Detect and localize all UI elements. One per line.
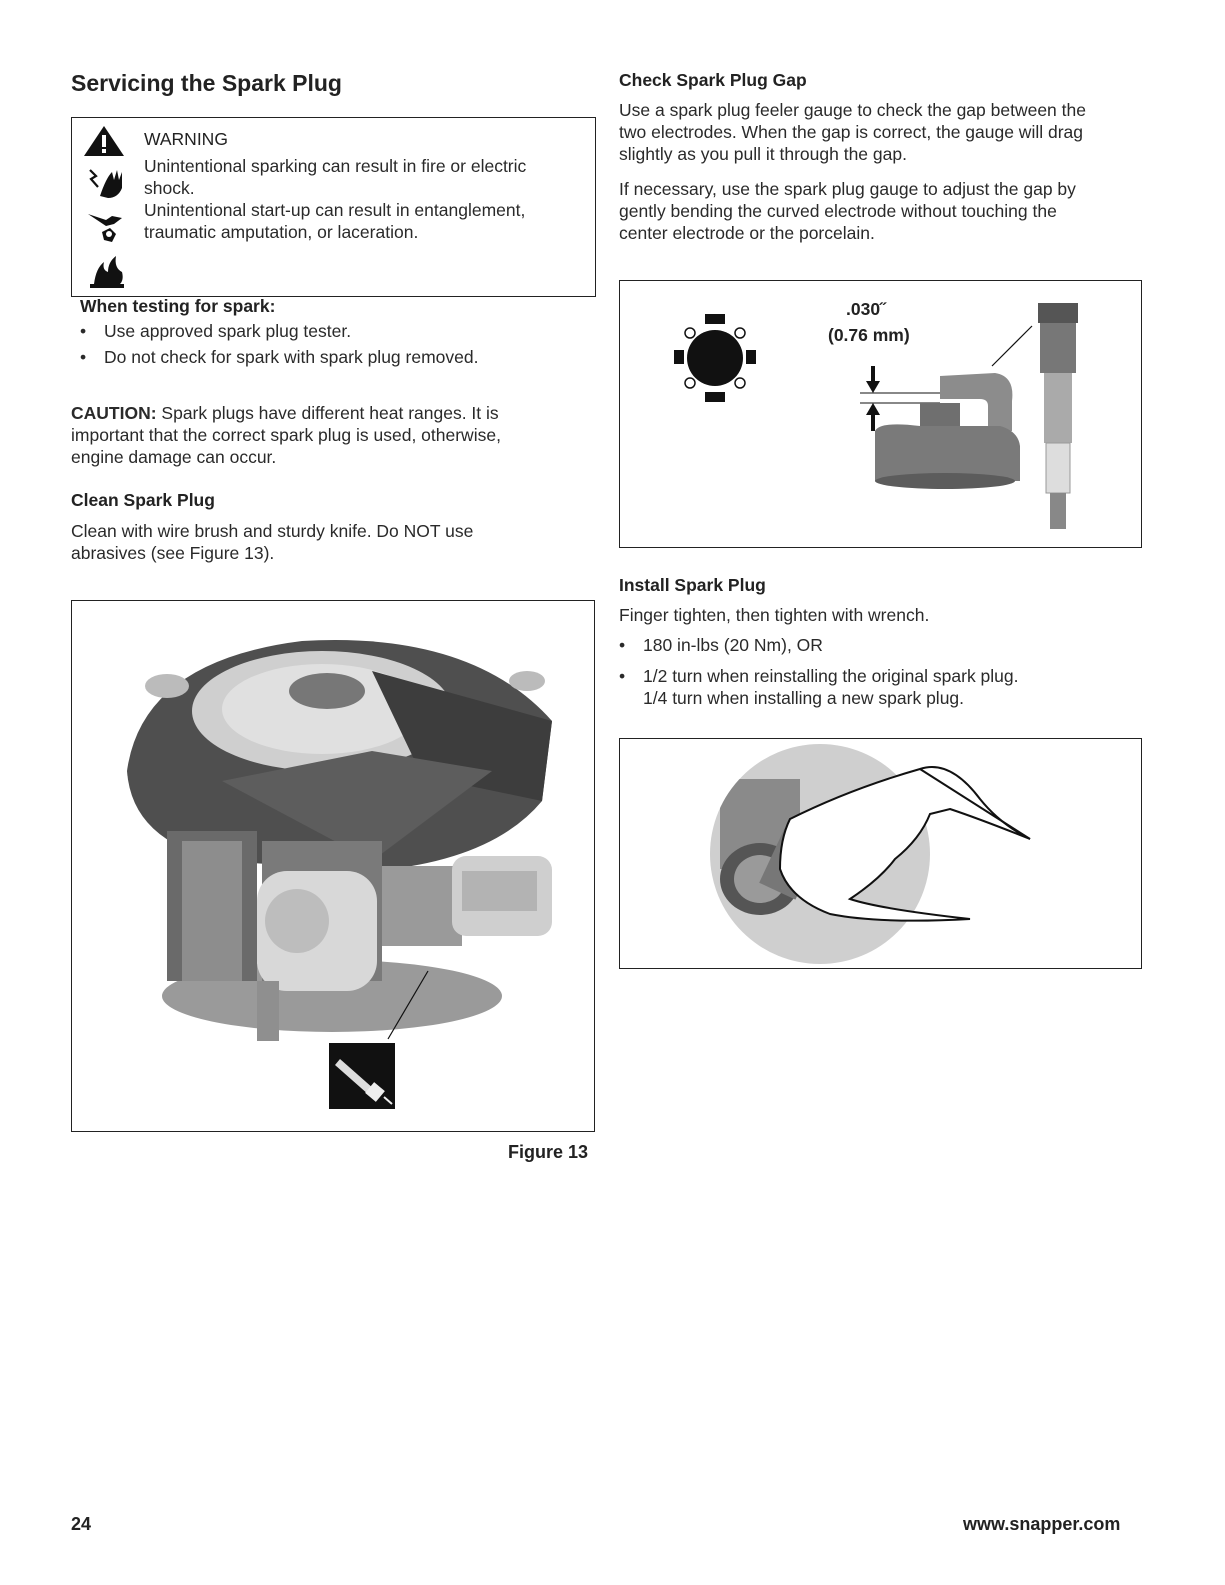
entanglement-icon	[88, 214, 122, 242]
gap-illustration	[674, 303, 1078, 529]
section-title: Servicing the Spark Plug	[71, 70, 342, 96]
caution-paragraph: CAUTION: Spark plugs have different heat…	[71, 402, 591, 468]
bullet-text: 180 in-lbs (20 Nm), OR	[643, 635, 823, 655]
gap-mm-label: (0.76 mm)	[828, 325, 910, 345]
caution-text: engine damage can occur.	[71, 447, 277, 467]
bullet-text: Use approved spark plug tester.	[104, 321, 352, 341]
warning-line: Unintentional start-up can result in ent…	[144, 200, 526, 220]
testing-bullets: •Use approved spark plug tester. •Do not…	[80, 320, 590, 368]
warning-line: Unintentional sparking can result in fir…	[144, 156, 527, 176]
gap-figure: .030˝ (0.76 mm)	[619, 280, 1142, 548]
bullet-text: 1/2 turn when reinstalling the original …	[643, 666, 1019, 686]
warning-triangle-icon	[84, 126, 124, 156]
check-gap-para2: If necessary, use the spark plug gauge t…	[619, 178, 1076, 244]
warning-box: WARNING Unintentional sparking can resul…	[71, 117, 596, 316]
clean-text: Clean with wire brush and sturdy knife. …	[71, 521, 474, 541]
check-text: center electrode or the porcelain.	[619, 223, 875, 243]
gap-inch-label: .030˝	[846, 299, 886, 319]
check-text: slightly as you pull it through the gap.	[619, 144, 907, 164]
spark-plug-icon	[329, 1043, 395, 1109]
check-text: gently bending the curved electrode with…	[619, 201, 1057, 221]
warning-title: WARNING	[144, 129, 228, 149]
engine-illustration	[127, 640, 552, 1109]
electric-shock-icon	[89, 169, 122, 198]
clean-text: abrasives (see Figure 13).	[71, 543, 275, 563]
figure-caption: Figure 13	[508, 1142, 589, 1162]
warning-line: shock.	[144, 178, 195, 198]
install-illustration	[710, 744, 1031, 964]
caution-text: Spark plugs have different heat ranges. …	[156, 403, 499, 423]
hand-icon	[778, 766, 1031, 922]
feeler-gauge-icon	[674, 314, 756, 402]
check-gap-heading: Check Spark Plug Gap	[619, 70, 807, 90]
clean-heading: Clean Spark Plug	[71, 490, 215, 510]
testing-heading: When testing for spark:	[80, 296, 276, 316]
bullet-text: Do not check for spark with spark plug r…	[104, 347, 479, 367]
website-url: www.snapper.com	[963, 1514, 1121, 1534]
safety-icons	[84, 126, 124, 288]
install-bullets: •180 in-lbs (20 Nm), OR •1/2 turn when r…	[619, 634, 1139, 709]
engine-figure	[71, 600, 595, 1132]
clean-paragraph: Clean with wire brush and sturdy knife. …	[71, 520, 473, 564]
warning-text: Unintentional sparking can result in fir…	[144, 155, 526, 243]
bullet-item: •Do not check for spark with spark plug …	[80, 347, 479, 367]
spark-plug-side-icon	[1038, 303, 1078, 529]
caution-text: important that the correct spark plug is…	[71, 425, 501, 445]
check-gap-para1: Use a spark plug feeler gauge to check t…	[619, 99, 1086, 165]
caution-label: CAUTION:	[71, 403, 157, 423]
check-text: If necessary, use the spark plug gauge t…	[619, 179, 1076, 199]
install-figure	[619, 738, 1142, 969]
install-heading: Install Spark Plug	[619, 575, 766, 595]
fire-icon	[90, 256, 124, 288]
bullet-item: •Use approved spark plug tester.	[80, 321, 352, 341]
install-continuation: 1/4 turn when installing a new spark plu…	[643, 688, 965, 708]
check-text: two electrodes. When the gap is correct,…	[619, 122, 1083, 142]
check-text: Use a spark plug feeler gauge to check t…	[619, 100, 1086, 120]
install-intro: Finger tighten, then tighten with wrench…	[619, 605, 930, 625]
bullet-item: •1/2 turn when reinstalling the original…	[619, 666, 1019, 686]
warning-line: traumatic amputation, or laceration.	[144, 222, 419, 242]
bullet-item: •180 in-lbs (20 Nm), OR	[619, 635, 823, 655]
page-number: 24	[71, 1514, 92, 1534]
